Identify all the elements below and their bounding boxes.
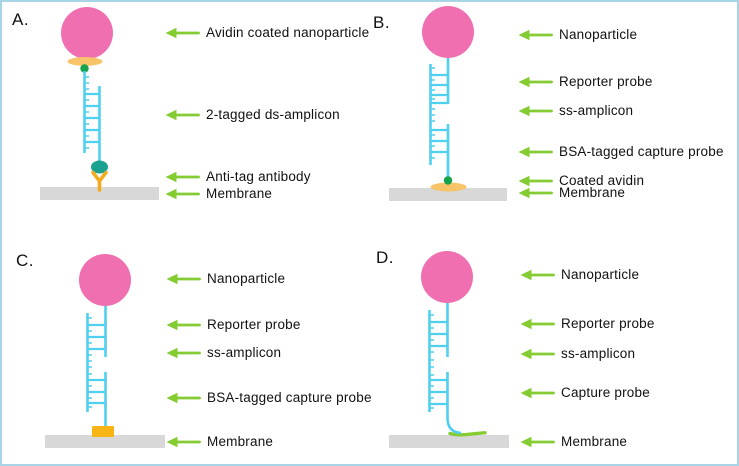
annotation-row: Avidin coated nanoparticle [165,26,369,40]
annotation-row: Reporter probe [520,317,655,331]
left-arrow-icon [520,387,555,399]
base-pair-rungs [430,73,448,154]
annotation-label: Avidin coated nanoparticle [206,25,370,40]
annotation-row: Membrane [518,186,625,200]
annotation-label: BSA-tagged capture probe [559,144,724,159]
left-arrow-icon [520,348,555,360]
nanoparticle [79,254,131,306]
base-pair-rungs [429,320,448,406]
left-arrow-icon [518,175,553,187]
left-arrow-icon [518,76,553,88]
left-arrow-icon [165,27,200,39]
annotation-row: Nanoparticle [518,28,637,42]
left-arrow-icon [166,347,201,359]
panel-letter-c: C. [16,251,34,270]
left-arrow-icon [520,436,555,448]
annotation-label: 2-tagged ds-amplicon [206,107,340,122]
panel-letter-d: D. [376,248,394,267]
assembly-b [389,6,507,201]
membrane-strip [45,435,165,448]
base-ticks [429,314,434,409]
annotation-row: BSA-tagged capture probe [166,391,372,405]
left-arrow-icon [165,188,200,200]
annotation-row: Reporter probe [518,75,653,89]
base-pair-rungs [87,323,106,405]
annotation-label: Reporter probe [207,317,301,332]
annotation-row: 2-tagged ds-amplicon [165,108,340,122]
capture-probe-strand [446,372,462,435]
avidin-coating [67,57,103,66]
annotation-row: Membrane [520,435,627,449]
annotation-row: Coated avidin [518,174,644,188]
panel-letter-b: B. [373,13,391,32]
annotation-label: Coated avidin [559,173,645,188]
annotation-label: ss-amplicon [559,103,634,118]
left-arrow-icon [166,392,201,404]
assembly-d [389,251,509,448]
annotation-label: ss-amplicon [561,346,636,361]
left-arrow-icon [518,187,553,199]
left-arrow-icon [518,29,553,41]
biotin-tag-dot [80,64,89,73]
base-pair-rungs [84,92,100,144]
tag-ellipse [91,160,108,174]
left-arrow-icon [165,109,200,121]
annotation-label: Nanoparticle [561,267,640,282]
annotation-row: Reporter probe [166,318,301,332]
annotation-label: Nanoparticle [559,27,638,42]
biotin-tag-dot [443,176,453,185]
annotation-label: Anti-tag antibody [206,169,311,184]
left-arrow-icon [166,273,201,285]
annotation-row: ss-amplicon [518,104,633,118]
annotation-label: Membrane [559,185,626,200]
annotation-row: Membrane [165,187,272,201]
nanoparticle [61,7,113,59]
base-ticks [430,67,435,159]
left-arrow-icon [520,269,555,281]
membrane-strip [389,435,509,448]
left-arrow-icon [518,105,553,117]
base-ticks [84,76,89,149]
assembly-c [45,254,165,448]
annotation-label: Reporter probe [561,316,655,331]
annotation-label: Reporter probe [559,74,653,89]
annotation-row: BSA-tagged capture probe [518,145,724,159]
membrane-strip [40,187,159,200]
annotation-label: Membrane [206,186,273,201]
nanoparticle [422,6,474,58]
panel-letter-a: A. [12,10,30,29]
membrane-strip [389,188,507,201]
annotation-row: ss-amplicon [166,346,281,360]
annotation-label: Membrane [207,434,274,449]
base-ticks [87,317,92,408]
annotation-label: ss-amplicon [207,345,282,360]
left-arrow-icon [518,146,553,158]
annotation-row: Anti-tag antibody [165,170,311,184]
nanoparticle [421,251,473,303]
left-arrow-icon [165,171,200,183]
left-arrow-icon [166,319,201,331]
bsa-tag-block [92,426,114,437]
annotation-label: BSA-tagged capture probe [207,390,372,405]
assembly-a [40,7,159,200]
annotation-row: Nanoparticle [520,268,639,282]
annotation-row: Capture probe [520,386,650,400]
annotation-label: Capture probe [561,385,650,400]
annotation-row: Membrane [166,435,273,449]
left-arrow-icon [520,318,555,330]
left-arrow-icon [166,436,201,448]
capture-probe-on-membrane [448,431,487,437]
annotation-label: Nanoparticle [207,271,286,286]
annotation-label: Membrane [561,434,628,449]
annotation-row: Nanoparticle [166,272,285,286]
coated-avidin [430,182,467,192]
anti-tag-antibody [91,170,108,192]
annotation-row: ss-amplicon [520,347,635,361]
